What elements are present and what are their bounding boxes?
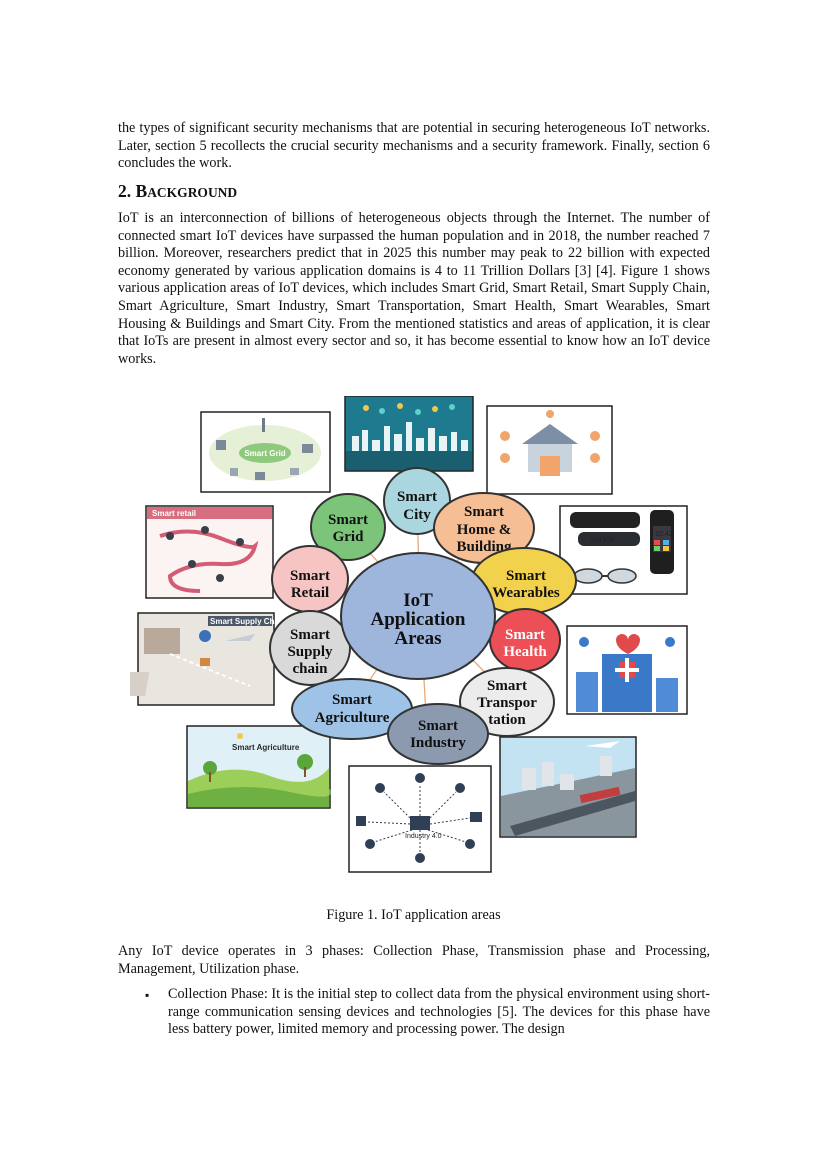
bubble-smart-agriculture-line1: Smart: [332, 692, 372, 708]
center-line2: Application: [370, 609, 465, 630]
bubble-smart-supply-line2: Supply: [287, 644, 333, 660]
bubble-smart-retail: Smart Retail: [271, 545, 349, 613]
section-title-first: B: [135, 181, 148, 201]
smart-grid-picture-label: Smart Grid: [244, 449, 285, 458]
bubble-smart-grid: Smart Grid: [310, 493, 386, 561]
bubble-smart-health-line2: Health: [503, 644, 547, 660]
bubble-smart-agriculture: Smart Agriculture: [291, 678, 413, 740]
smart-home-picture: [486, 405, 613, 495]
smart-retail-picture: Smart retail: [145, 505, 274, 599]
bubble-smart-city-shape: [383, 467, 451, 535]
bubble-smart-city-line2: City: [403, 507, 431, 523]
phases-paragraph: Any IoT device operates in 3 phases: Col…: [118, 943, 710, 977]
bubble-smart-industry-line1: Smart: [418, 718, 458, 734]
bubble-smart-home: Smart Home & Building: [433, 492, 535, 564]
section-heading: 2. BACKGROUND: [118, 181, 237, 202]
bubble-smart-grid-line1: Smart: [328, 512, 368, 528]
smart-city-picture: [344, 396, 474, 472]
bubble-smart-wearables-line1: Smart: [506, 568, 546, 584]
center-line3: Areas: [394, 628, 441, 649]
section-number: 2.: [118, 181, 132, 201]
smart-agriculture-picture-label: Smart Agriculture: [232, 743, 300, 752]
bubble-smart-transport-line3: tation: [488, 712, 526, 728]
wear-km-label: 314 KM: [590, 537, 614, 544]
iot-application-areas-figure: Smart Grid: [130, 396, 688, 873]
bubble-smart-agriculture-line2: Agriculture: [315, 710, 390, 726]
section-title-rest: ACKGROUND: [147, 185, 238, 200]
wear-bpm-label: 124 BPM: [586, 518, 615, 525]
smart-transportation-picture: [499, 736, 637, 838]
smart-retail-picture-label: Smart retail: [152, 509, 196, 518]
bubble-smart-grid-line2: Grid: [333, 529, 364, 545]
industry-picture-label: Industry 4.0: [405, 833, 442, 840]
background-paragraph: IoT is an interconnection of billions of…: [118, 210, 710, 367]
smart-grid-picture: Smart Grid: [200, 411, 331, 493]
bubble-smart-city: Smart City: [383, 467, 451, 535]
figure-caption: Figure 1. IoT application areas: [326, 907, 501, 923]
bubble-smart-home-line1: Smart: [464, 504, 504, 520]
bubble-smart-health: Smart Health: [489, 608, 561, 672]
bubble-smart-supply-line1: Smart: [290, 627, 330, 643]
smart-wearables-picture: 124 BPM 314 KM 10:42: [559, 505, 688, 595]
bubble-smart-city-line1: Smart: [397, 489, 437, 505]
smart-health-picture: [566, 625, 688, 715]
bubble-smart-industry: Smart Industry: [387, 703, 489, 765]
bubble-smart-supply-chain: Smart Supply chain: [269, 610, 351, 686]
smart-agriculture-picture: Smart Agriculture: [186, 725, 331, 809]
smart-industry-picture: Industry 4.0: [348, 765, 492, 873]
bubble-smart-wearables-line2: Wearables: [492, 585, 560, 601]
bubble-smart-transportation: Smart Transpor tation: [459, 667, 555, 737]
bubble-smart-retail-line2: Retail: [291, 585, 329, 601]
bubble-smart-supply-line3: chain: [292, 661, 328, 677]
bubble-smart-transport-line1: Smart: [487, 678, 527, 694]
wear-time-label: 10:42: [655, 531, 673, 538]
bubble-smart-health-line1: Smart: [505, 627, 545, 643]
intro-paragraph: the types of significant security mechan…: [118, 120, 710, 172]
smart-supply-chain-picture-label: Smart Supply Chain: [210, 617, 286, 626]
bubble-smart-industry-line2: Industry: [410, 735, 466, 751]
bubble-smart-home-line3: Building: [456, 539, 512, 555]
bubble-smart-transport-line2: Transpor: [477, 695, 537, 711]
bubble-smart-home-line2: Home &: [457, 522, 512, 538]
center-bubble: IoT Application Areas: [340, 552, 496, 680]
bubble-smart-retail-line1: Smart: [290, 568, 330, 584]
smart-supply-chain-picture: Smart Supply Chain: [130, 612, 286, 706]
bullet-marker: ▪: [145, 988, 150, 1002]
center-line1: IoT: [403, 590, 433, 611]
collection-phase-bullet: Collection Phase: It is the initial step…: [168, 986, 710, 1038]
